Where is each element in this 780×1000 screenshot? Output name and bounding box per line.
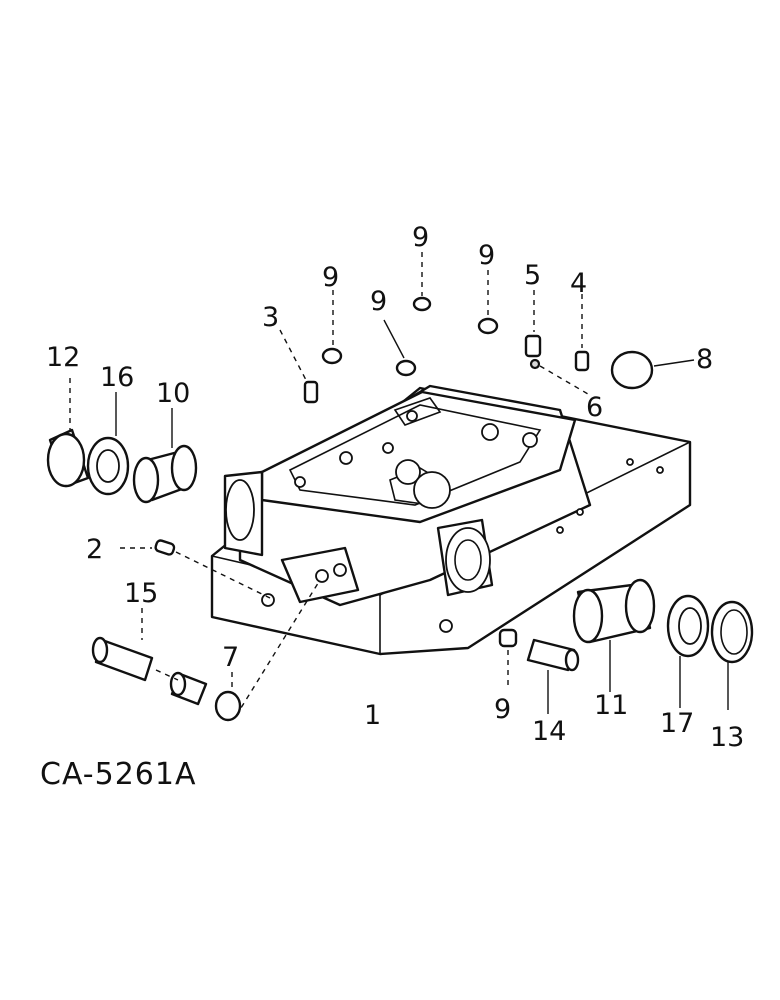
screw-part-3[interactable] [303,380,319,404]
callout-6: 6 [586,392,603,423]
tube-part-15[interactable] [91,636,208,706]
plug-part-9-a[interactable] [321,347,343,365]
plug-part-9-b[interactable] [395,359,417,377]
callout-7: 7 [222,642,239,673]
callout-9-d: 9 [478,240,495,271]
bushing-part-11[interactable] [572,578,656,644]
callout-1: 1 [364,700,381,731]
callout-2: 2 [86,534,103,565]
bushing-part-10[interactable] [132,444,198,504]
pin-part-2[interactable] [154,539,176,556]
seal-part-17[interactable] [666,594,710,658]
callout-14: 14 [532,716,566,747]
pin-part-14[interactable] [526,638,580,672]
callout-9-b: 9 [370,286,387,317]
callout-9-e: 9 [494,694,511,725]
callout-15: 15 [124,578,158,609]
callout-12: 12 [46,342,80,373]
callout-labels: 12 16 10 2 15 7 3 9 9 9 9 5 4 8 6 1 9 14… [46,222,744,753]
drawing-code-label: CA-5261A [40,757,197,792]
callout-9-a: 9 [322,262,339,293]
housing-part-1[interactable] [210,384,692,656]
leader-lines [69,252,729,717]
cap-part-8[interactable] [610,350,654,390]
plug-part-9-d[interactable] [477,317,499,335]
callout-17: 17 [660,708,694,739]
callout-9-c: 9 [412,222,429,253]
callout-5: 5 [524,260,541,291]
callout-16: 16 [100,362,134,393]
ball-part-6[interactable] [529,358,541,370]
plug-part-9-e[interactable] [498,628,518,648]
callout-10: 10 [156,378,190,409]
screw-part-4[interactable] [574,350,590,372]
plug-part-9-c[interactable] [412,296,432,312]
fitting-part-5[interactable] [524,334,542,358]
callout-3: 3 [262,302,279,333]
seal-part-16[interactable] [86,436,130,496]
cap-part-13[interactable] [710,600,754,664]
callout-4: 4 [570,268,587,299]
plug-part-7[interactable] [214,690,242,722]
callout-8: 8 [696,344,713,375]
callout-11: 11 [594,690,628,721]
cap-part-12[interactable] [46,428,90,488]
callout-13: 13 [710,722,744,753]
